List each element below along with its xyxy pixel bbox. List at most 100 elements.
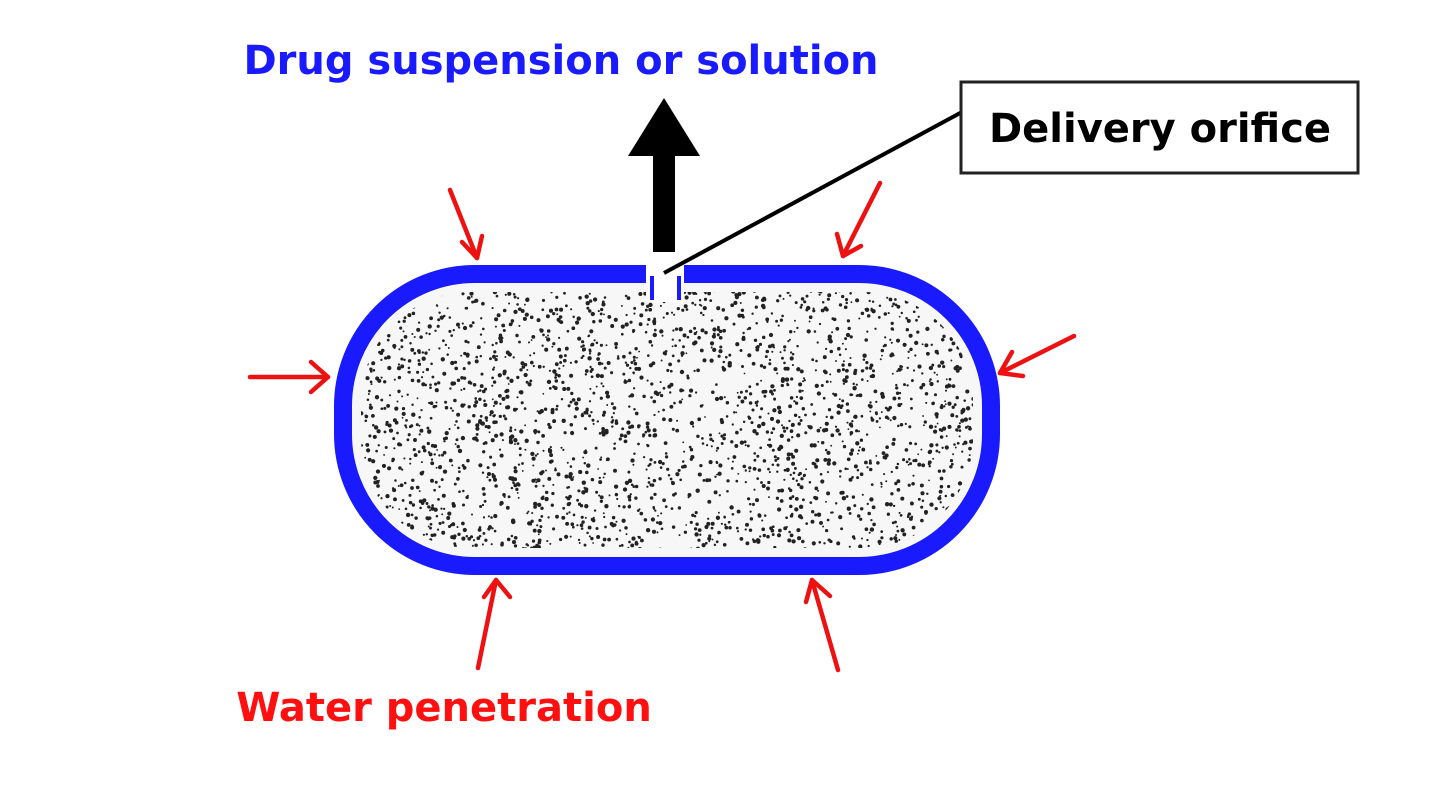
core-particle	[788, 530, 791, 534]
core-particle	[701, 437, 704, 440]
core-particle	[942, 365, 946, 369]
core-particle	[659, 393, 664, 398]
core-particle	[688, 445, 692, 449]
core-particle	[798, 389, 802, 393]
core-particle	[628, 351, 632, 355]
core-particle	[647, 481, 651, 484]
core-particle	[628, 540, 631, 544]
core-particle	[716, 327, 720, 332]
core-particle	[501, 396, 506, 401]
core-particle	[486, 471, 492, 477]
core-particle	[361, 411, 364, 416]
core-particle	[642, 434, 645, 438]
core-particle	[921, 382, 926, 387]
core-particle	[515, 487, 519, 492]
core-particle	[547, 516, 550, 519]
core-particle	[710, 526, 714, 530]
core-particle	[560, 397, 564, 401]
core-particle	[690, 454, 695, 460]
core-particle	[398, 348, 401, 351]
core-particle	[794, 401, 799, 405]
core-particle	[403, 457, 406, 460]
core-particle	[577, 336, 582, 341]
core-particle	[544, 347, 549, 352]
core-particle	[418, 415, 422, 419]
core-particle	[647, 354, 650, 357]
core-particle	[748, 502, 752, 506]
core-particle	[580, 356, 584, 359]
core-particle	[531, 478, 536, 483]
core-particle	[441, 530, 446, 535]
core-particle	[708, 534, 712, 538]
core-particle	[970, 439, 973, 444]
core-particle	[909, 397, 913, 401]
core-particle	[650, 344, 654, 347]
core-particle	[808, 315, 813, 320]
core-particle	[905, 460, 909, 464]
core-particle	[618, 529, 622, 532]
core-particle	[606, 360, 611, 366]
core-particle	[955, 364, 960, 369]
core-particle	[717, 354, 721, 358]
core-particle	[512, 481, 515, 485]
core-particle	[671, 338, 674, 341]
core-particle	[425, 367, 430, 372]
core-particle	[865, 361, 869, 365]
core-particle	[603, 366, 607, 370]
core-particle	[846, 409, 850, 413]
core-particle	[430, 461, 435, 466]
core-particle	[615, 520, 618, 523]
core-particle	[488, 478, 492, 482]
core-particle	[831, 331, 834, 334]
core-particle	[855, 429, 859, 433]
core-particle	[682, 345, 685, 349]
core-particle	[717, 325, 720, 329]
core-particle	[421, 351, 425, 354]
core-particle	[734, 444, 739, 448]
core-particle	[652, 332, 657, 338]
core-particle	[436, 304, 439, 307]
core-particle	[914, 354, 917, 357]
core-particle	[711, 334, 717, 339]
core-particle	[386, 403, 391, 408]
core-particle	[630, 361, 634, 364]
core-particle	[649, 458, 653, 462]
core-particle	[819, 426, 822, 429]
core-particle	[869, 527, 875, 532]
core-particle	[687, 292, 692, 295]
core-particle	[469, 324, 473, 328]
core-particle	[852, 386, 857, 391]
core-particle	[661, 462, 665, 466]
core-particle	[757, 468, 762, 472]
core-particle	[495, 355, 499, 358]
core-particle	[583, 450, 588, 455]
core-particle	[475, 423, 480, 428]
core-particle	[506, 537, 511, 542]
core-particle	[440, 507, 443, 510]
core-particle	[411, 311, 416, 316]
core-particle	[462, 387, 466, 391]
core-particle	[519, 368, 523, 372]
core-particle	[746, 328, 749, 331]
core-particle	[801, 498, 805, 502]
core-particle	[653, 328, 657, 332]
core-particle	[494, 317, 499, 322]
core-particle	[481, 471, 485, 474]
core-particle	[598, 494, 601, 497]
core-particle	[794, 448, 799, 453]
core-particle	[384, 446, 388, 449]
core-particle	[677, 359, 681, 363]
core-particle	[516, 375, 520, 380]
core-particle	[479, 333, 483, 336]
core-particle	[403, 316, 407, 320]
core-particle	[439, 315, 444, 320]
core-particle	[732, 322, 736, 326]
core-particle	[372, 369, 376, 372]
core-particle	[785, 426, 789, 430]
core-particle	[356, 310, 360, 314]
core-particle	[659, 304, 662, 307]
core-particle	[373, 425, 379, 430]
core-particle	[941, 446, 944, 449]
core-particle	[968, 425, 972, 429]
core-particle	[929, 381, 934, 387]
